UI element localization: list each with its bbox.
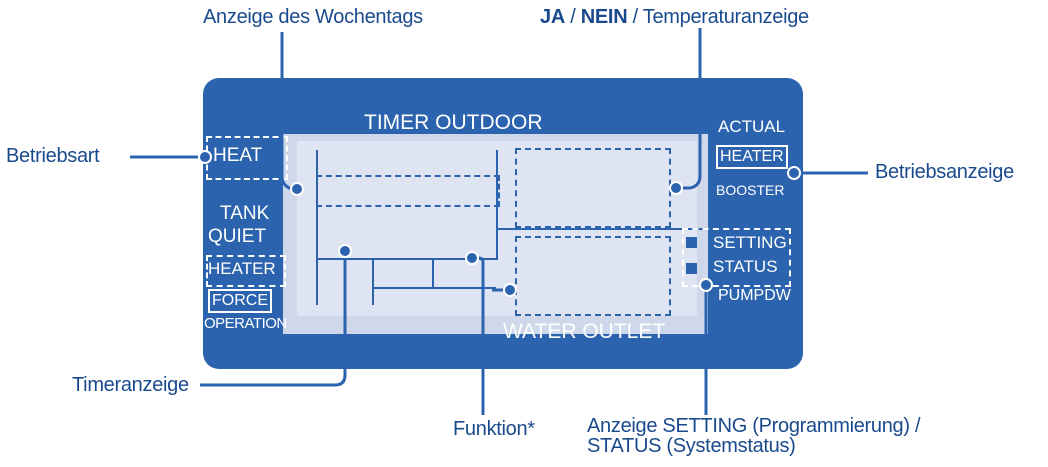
callout-ja: JA	[540, 6, 565, 28]
callout-mode: Betriebsart	[6, 145, 100, 167]
operation-label: OPERATION	[204, 315, 287, 332]
lcd-vertical-line-1	[316, 150, 318, 305]
pumpdw-label: PUMPDW	[718, 287, 791, 304]
booster-label: BOOSTER	[716, 182, 785, 198]
actual-label: ACTUAL	[718, 117, 786, 136]
callout-setting-line-2: STATUS (Systemstatus)	[587, 435, 796, 457]
lcd-right-divider	[496, 228, 704, 230]
setting-label: SETTING	[713, 233, 787, 252]
leader-timer	[200, 250, 347, 387]
temperature-segment-bottom	[515, 236, 671, 316]
callout-setting-line-1: Anzeige SETTING (Programmierung) /	[587, 415, 921, 437]
heater-right-label: HEATER	[716, 145, 788, 169]
leader-temperature	[678, 28, 702, 190]
callout-yes-no-temperature: JA / NEIN / Temperaturanzeige	[540, 6, 809, 29]
force-label: FORCE	[208, 289, 272, 313]
lcd-vertical-line-4	[432, 258, 434, 288]
callout-temperature: Temperaturanzeige	[642, 6, 809, 28]
setting-indicator	[686, 237, 697, 248]
heater-left-label: HEATER	[208, 259, 276, 278]
callout-weekday: Anzeige des Wochentags	[203, 6, 423, 28]
callout-status-display: Betriebsanzeige	[875, 161, 1014, 183]
heater-left-box	[206, 255, 286, 287]
quiet-label: QUIET	[208, 226, 267, 247]
leader-weekday	[280, 32, 296, 191]
water-outlet-label: WATER OUTLET	[503, 320, 666, 343]
leader-dot-function	[465, 251, 479, 265]
heat-label: HEAT	[213, 145, 263, 166]
callout-sep-1: /	[564, 6, 581, 28]
status-label: STATUS	[713, 257, 778, 276]
callout-sep-2: /	[627, 6, 643, 28]
callout-function: Funktion*	[453, 418, 535, 440]
leader-dot-temperature	[669, 181, 683, 195]
callout-timer: Timeranzeige	[72, 374, 189, 396]
tank-label: TANK	[220, 203, 270, 224]
lcd-vertical-line-3	[372, 258, 374, 305]
callout-nein: NEIN	[580, 6, 628, 28]
lcd-horizontal-line	[316, 258, 496, 260]
weekday-segment	[316, 175, 500, 207]
leader-dot-function-2	[503, 283, 517, 297]
leader-dot-timer	[338, 244, 352, 258]
timer-outdoor-label: TIMER OUTDOOR	[364, 111, 543, 134]
lcd-horizontal-line-2	[372, 287, 496, 289]
leader-function	[477, 256, 485, 415]
leader-dot-weekday	[290, 182, 304, 196]
leader-dot-status	[787, 166, 801, 180]
setting-status-box	[682, 228, 791, 287]
leader-dot-setting	[699, 278, 713, 292]
leader-dot-mode	[198, 150, 212, 164]
status-indicator	[686, 263, 697, 274]
